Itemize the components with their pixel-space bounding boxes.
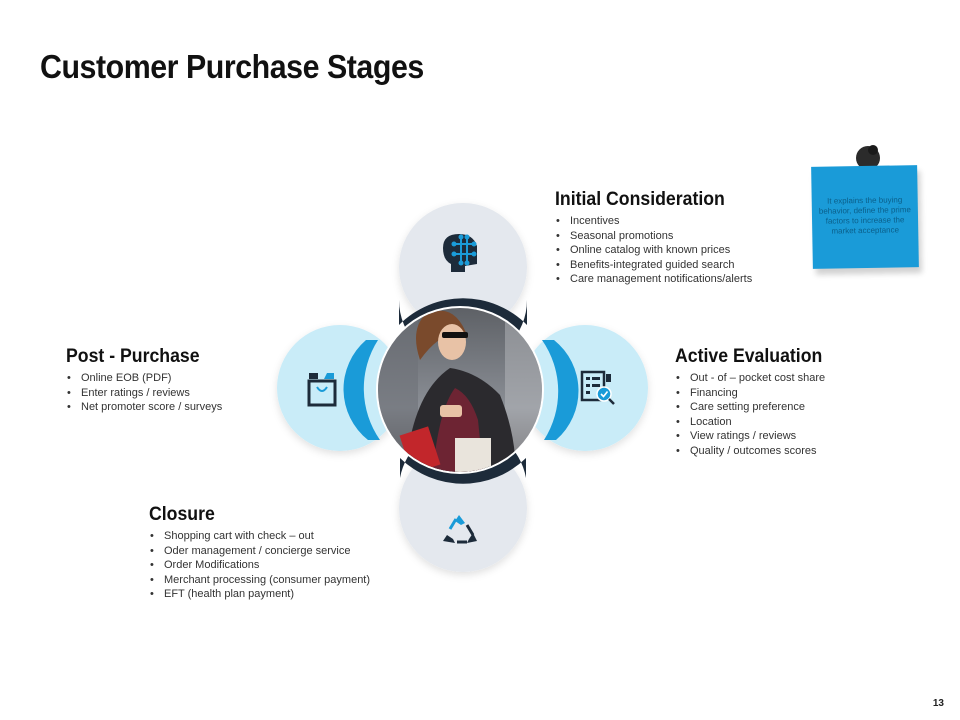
page-title: Customer Purchase Stages	[40, 48, 424, 85]
list-item: Financing	[675, 386, 833, 401]
stage-active-evaluation: Active Evaluation Out - of – pocket cost…	[675, 346, 833, 458]
page-number: 13	[932, 698, 944, 709]
list-item: Location	[675, 415, 833, 430]
list-item: Out - of – pocket cost share	[675, 371, 833, 386]
stage-list: Shopping cart with check – out Oder mana…	[149, 529, 370, 602]
list-item: Online EOB (PDF)	[66, 371, 222, 386]
stage-list: Online EOB (PDF) Enter ratings / reviews…	[66, 371, 222, 415]
list-item: EFT (health plan payment)	[149, 587, 370, 602]
stage-heading: Post - Purchase	[66, 346, 200, 367]
list-item: View ratings / reviews	[675, 429, 833, 444]
list-item: Merchant processing (consumer payment)	[149, 573, 370, 588]
list-item: Net promoter score / surveys	[66, 400, 222, 415]
stage-list: Out - of – pocket cost share Financing C…	[675, 371, 833, 458]
brain-circuit-icon	[443, 234, 477, 272]
center-photo	[376, 306, 544, 474]
list-item: Seasonal promotions	[555, 229, 752, 244]
list-item: Shopping cart with check – out	[149, 529, 370, 544]
checklist-search-icon	[580, 370, 615, 405]
list-item: Incentives	[555, 214, 752, 229]
list-item: Benefits-integrated guided search	[555, 258, 752, 273]
shopping-bag-icon	[307, 373, 337, 407]
list-item: Online catalog with known prices	[555, 243, 752, 258]
petal-left	[277, 325, 403, 451]
stage-initial-consideration: Initial Consideration Incentives Seasona…	[555, 189, 752, 287]
stage-heading: Active Evaluation	[675, 346, 823, 367]
petal-right	[522, 325, 648, 451]
stage-post-purchase: Post - Purchase Online EOB (PDF) Enter r…	[66, 346, 222, 415]
sticky-note: It explains the buying behavior, define …	[811, 165, 919, 269]
stage-list: Incentives Seasonal promotions Online ca…	[555, 214, 752, 287]
list-item: Quality / outcomes scores	[675, 444, 833, 459]
stage-heading: Initial Consideration	[555, 189, 725, 210]
sticky-note-text: It explains the buying behavior, define …	[818, 195, 911, 236]
list-item: Order Modifications	[149, 558, 370, 573]
stage-heading: Closure	[149, 504, 215, 525]
list-item: Oder management / concierge service	[149, 544, 370, 559]
list-item: Enter ratings / reviews	[66, 386, 222, 401]
list-item: Care setting preference	[675, 400, 833, 415]
recycle-icon	[443, 515, 477, 544]
list-item: Care management notifications/alerts	[555, 272, 752, 287]
stage-closure: Closure Shopping cart with check – out O…	[149, 504, 370, 602]
